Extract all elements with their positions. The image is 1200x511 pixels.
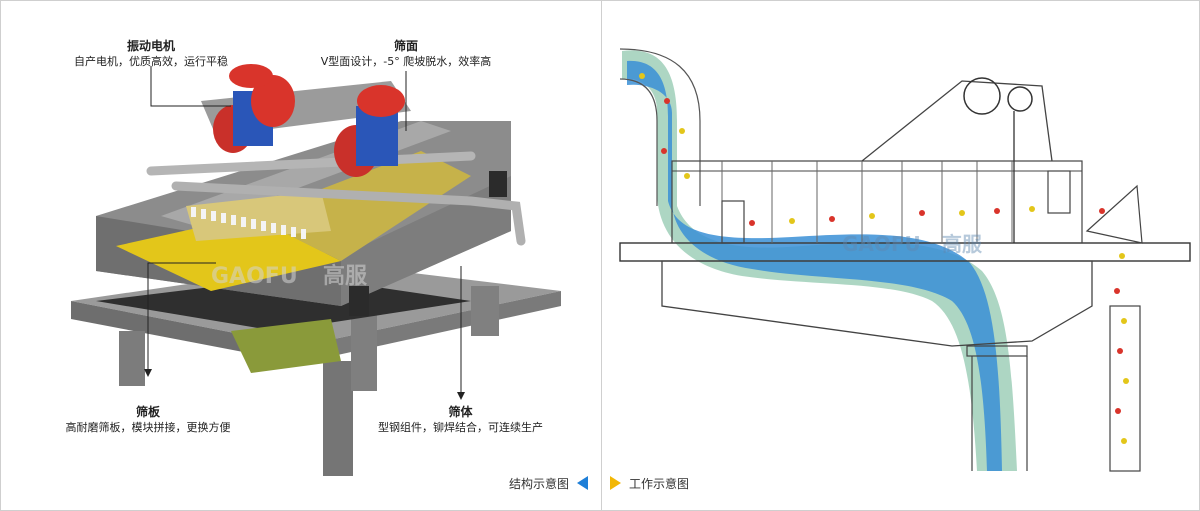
callout-screen-plate-desc: 高耐磨筛板，模块拼接，更换方便 <box>65 421 231 434</box>
callout-screen-surface: 筛面 V型面设计，-5° 爬坡脱水，效率高 <box>316 39 496 69</box>
springs <box>349 171 507 316</box>
vibration-motor-right <box>334 85 405 177</box>
panel-divider <box>601 1 602 510</box>
motor-frame <box>861 80 1053 162</box>
structure-view-link[interactable]: 结构示意图 <box>509 476 570 491</box>
working-principle-illustration: GAOFU 高服 <box>619 48 1191 472</box>
callout-screen-plate: 筛板 高耐磨筛板，模块拼接，更换方便 <box>63 405 233 435</box>
leader-screen-plate <box>147 262 216 373</box>
callout-motor: 振动电机 自产电机，优质高效，运行平稳 <box>71 39 231 69</box>
feed-pipe-inner <box>619 78 658 206</box>
callout-screen-body-title: 筛体 <box>448 405 473 419</box>
particles <box>639 73 1129 444</box>
structure-nav: 结构示意图 <box>509 473 589 493</box>
callout-screen-plate-title: 筛板 <box>135 405 160 419</box>
leg-front-right <box>323 361 353 476</box>
leg-back-right <box>471 286 499 336</box>
spray-pipe-upper <box>146 151 476 176</box>
machine-structure-illustration: GAOFU 高服 <box>71 64 561 476</box>
right-watermark-brand: GAOFU <box>842 232 921 256</box>
motor-wheel-right <box>1007 86 1033 112</box>
leader-motor <box>150 66 231 107</box>
spring-left <box>721 200 745 244</box>
screen-teeth <box>191 207 306 239</box>
callout-screen-body: 筛体 型钢组件，铆焊结合，可连续生产 <box>373 405 548 435</box>
arrow-screen-body <box>457 392 465 400</box>
callout-motor-title: 振动电机 <box>126 39 175 53</box>
left-watermark-brand: GAOFU <box>211 264 298 289</box>
spring-right <box>1047 170 1071 214</box>
arrow-screen-plate <box>144 369 152 377</box>
working-nav: 工作示意图 <box>610 473 689 493</box>
motor-wheel-left <box>963 77 1001 115</box>
feed-pipe-outer <box>619 48 701 206</box>
callout-motor-desc: 自产电机，优质高效，运行平稳 <box>74 55 228 68</box>
screen-box-side <box>341 176 511 306</box>
callout-screen-surface-title: 筛面 <box>393 39 418 53</box>
spray-pipe-lower <box>171 181 526 246</box>
hopper-outlet-flange <box>966 345 1028 357</box>
working-view-link[interactable]: 工作示意图 <box>629 476 690 491</box>
right-watermark-cn: 高服 <box>942 232 983 256</box>
working-diagram-panel: GAOFU 高服 工作示意图 <box>602 1 1199 510</box>
left-watermark-cn: 高服 <box>323 263 368 289</box>
screen-box-outline <box>671 160 1083 244</box>
arrow-right-icon[interactable] <box>610 476 621 490</box>
screen-partitions <box>721 161 1013 243</box>
vibration-motor-left <box>213 64 295 153</box>
underframe-green-panel <box>231 319 341 373</box>
water-flow-blue <box>627 60 1002 471</box>
discharge-chute <box>1085 184 1143 244</box>
collection-hopper <box>661 260 1093 347</box>
callout-screen-surface-desc: V型面设计，-5° 爬坡脱水，效率高 <box>320 55 492 68</box>
callout-screen-body-desc: 型钢组件，铆焊结合，可连续生产 <box>378 421 543 434</box>
discharge-column <box>1109 305 1141 472</box>
arrow-left-icon[interactable] <box>577 476 589 490</box>
structure-diagram-panel: GAOFU 高服 振动电机 自产电机，优质高效，运行平稳 筛面 V型面设计，-5… <box>1 1 601 510</box>
leg-front-left <box>119 331 145 386</box>
